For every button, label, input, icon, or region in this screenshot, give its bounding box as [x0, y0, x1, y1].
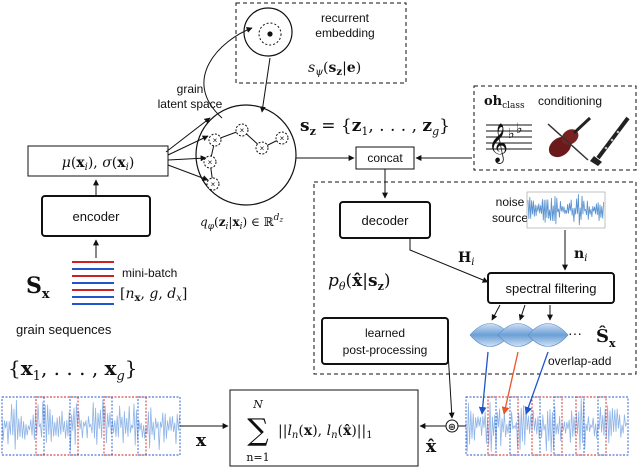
- post-to-conv-arrow: [447, 351, 455, 419]
- svg-text:𝄞: 𝄞: [488, 123, 508, 164]
- sum-sign: ∑: [247, 413, 269, 448]
- noise-symbol: ni: [574, 246, 587, 264]
- sum-top: N: [252, 398, 263, 411]
- concat-box: concat: [355, 146, 415, 170]
- latent-label-2: latent space: [158, 97, 223, 111]
- embedding-label-2: embedding: [315, 26, 374, 40]
- sum-bottom: n=1: [246, 451, 269, 464]
- latent-point: ×: [206, 177, 220, 191]
- embedding-circle: [243, 7, 293, 57]
- grain-sequences-caption: grain sequences: [16, 322, 112, 337]
- loss-x-label: x: [196, 431, 207, 451]
- embedding-to-latent-arrow: [259, 57, 271, 113]
- embedding-formula: sψ(sz|e): [308, 60, 361, 78]
- svg-text:×: ×: [280, 134, 285, 143]
- music-staff-icon: 𝄞 ♭ ♭: [486, 121, 532, 164]
- latent-distribution: qφ(zi|xi) ∈ ℝdz: [200, 213, 283, 232]
- oh-class-label: ohclass: [484, 94, 525, 111]
- latent-point: ×: [255, 141, 269, 155]
- decoder-label: decoder: [362, 213, 410, 228]
- latent-point: ×: [203, 155, 217, 169]
- minibatch-dims: [nx, g, dx]: [120, 286, 187, 304]
- concat-label: concat: [367, 151, 403, 165]
- output-waveform: [465, 396, 629, 456]
- conditioning-label: conditioning: [538, 94, 602, 108]
- svg-text:×: ×: [211, 180, 216, 189]
- svg-text:×: ×: [240, 126, 245, 135]
- sequence-formula: sz = {z1, . . . , zg}: [300, 116, 450, 138]
- loss-box: N ∑ n=1 ||ln(x), ln(x̂)||1: [229, 389, 419, 467]
- minibatch-label: mini-batch: [122, 266, 177, 280]
- svg-text:⊛: ⊛: [448, 422, 456, 433]
- overlap-add-grains: [469, 323, 569, 347]
- loss-body: ||ln(x), ln(x̂)||1: [278, 423, 373, 441]
- encoder-box: encoder: [41, 195, 151, 237]
- svg-text:♭: ♭: [508, 126, 515, 142]
- latent-to-embedding-arrow: [203, 27, 253, 119]
- post-processing-box: learned post-processing: [321, 317, 449, 365]
- decoder-box: decoder: [339, 201, 431, 239]
- latent-space: grain latent space × × × × × × qφ(zi|xi)…: [158, 82, 297, 232]
- post-label-2: post-processing: [343, 343, 428, 357]
- decoder-region: [313, 181, 637, 375]
- noise-label-2: source: [492, 211, 528, 225]
- violin-icon: [547, 116, 592, 161]
- input-symbol: Sx: [26, 273, 50, 302]
- embedding-label-1: recurrent: [321, 11, 370, 25]
- clarinet-icon: [590, 116, 630, 166]
- conditioning-panel: ohclass conditioning 𝄞 ♭ ♭: [473, 85, 637, 171]
- latent-point: ×: [275, 131, 289, 145]
- spectral-filtering-box: spectral filtering: [487, 272, 615, 304]
- svg-text:×: ×: [208, 158, 213, 167]
- latent-point: ×: [235, 123, 249, 137]
- encoder-stats: μ(xi), σ(xi): [62, 155, 135, 173]
- svg-text:×: ×: [213, 136, 218, 145]
- input-waveform: [1, 396, 181, 456]
- noise-label-1: noise: [496, 195, 525, 209]
- latent-point: ×: [208, 133, 222, 147]
- spectral-filtering-label: spectral filtering: [505, 281, 596, 296]
- latent-label-1: grain: [177, 82, 204, 96]
- recurrent-embedding-panel: recurrent embedding sψ(sz|e): [235, 2, 407, 84]
- svg-text:♭: ♭: [516, 121, 523, 137]
- overlap-add-label: overlap-add: [548, 354, 611, 368]
- latent-space-circle: [195, 104, 297, 206]
- noise-source-waveform: [526, 191, 606, 229]
- loss-xhat-label: x̂: [426, 437, 437, 457]
- encoder-stats-box: μ(xi), σ(xi): [27, 145, 169, 177]
- filter-symbol: Hi: [458, 250, 474, 268]
- encoder-label: encoder: [73, 209, 121, 224]
- minibatch-stripes: [72, 261, 114, 305]
- decoder-likelihood: pθ(x̂|sz): [328, 271, 391, 293]
- overlap-symbol: Ŝx: [596, 324, 616, 350]
- overlap-ellipsis: ···: [568, 325, 582, 341]
- svg-text:×: ×: [260, 144, 265, 153]
- grain-set: {x1, . . . , xg}: [8, 356, 138, 384]
- post-label-1: learned: [365, 326, 405, 340]
